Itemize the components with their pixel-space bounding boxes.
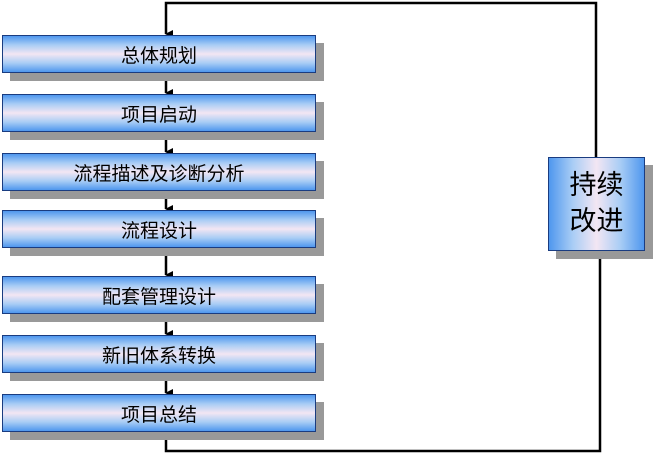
step-process-analysis: 流程描述及诊断分析 bbox=[2, 153, 316, 191]
continuous-improvement-box: 持续改进 bbox=[548, 157, 645, 251]
step-project-kickoff: 项目启动 bbox=[2, 94, 316, 132]
step-process-design: 流程设计 bbox=[2, 210, 316, 248]
step-system-transition: 新旧体系转换 bbox=[2, 335, 316, 373]
step-overall-planning: 总体规划 bbox=[2, 35, 316, 73]
step-project-summary: 项目总结 bbox=[2, 394, 316, 432]
loop-back-line bbox=[164, 1, 598, 157]
loop-forward-line bbox=[164, 249, 604, 453]
step-supporting-management-design: 配套管理设计 bbox=[2, 276, 316, 314]
